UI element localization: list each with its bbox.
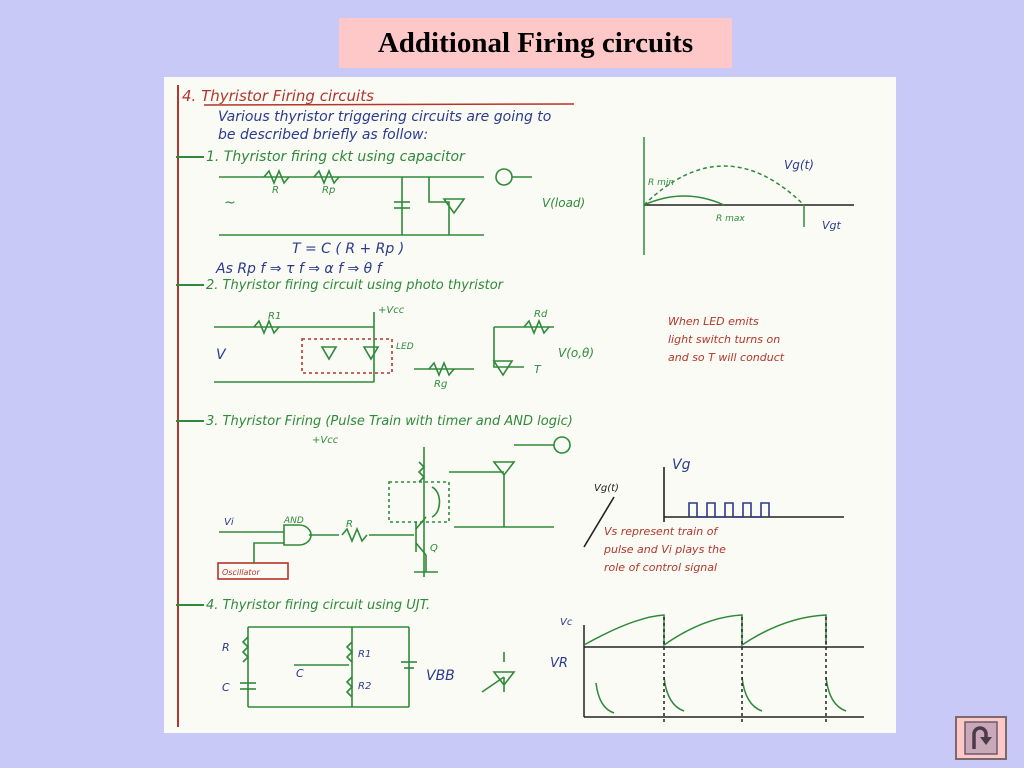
intro-line-2: be described briefly as follow: xyxy=(218,127,428,143)
sec1-label-vgt: Vgt xyxy=(822,219,842,232)
sec1-waveform xyxy=(643,137,854,255)
sec3-circuit xyxy=(217,436,844,580)
sec2-circuit xyxy=(214,312,554,383)
sec4-label-r1: R1 xyxy=(358,649,371,660)
sec4-label-r: R xyxy=(222,641,230,654)
sec1-label-vg: Vg(t) xyxy=(784,158,814,172)
sec3-note-2: pulse and Vi plays the xyxy=(603,543,726,556)
sec4-label-vr: VR xyxy=(550,656,568,671)
sec1-label-rmin: R min xyxy=(648,178,674,188)
sec3-label-r: R xyxy=(346,519,353,530)
sec4-label-vbb: VBB xyxy=(426,668,455,684)
sec3-label-and: AND xyxy=(283,516,304,526)
sec2-label-vcc: +Vcc xyxy=(378,305,405,316)
sec4-label-c: C xyxy=(222,681,230,694)
sec4-label-r2: R2 xyxy=(358,681,371,692)
sec1-label-r: R xyxy=(272,185,279,196)
sec2-note-3: and so T will conduct xyxy=(668,351,785,364)
slide-title: Additional Firing circuits xyxy=(377,26,694,59)
ac-source-symbol: ~ xyxy=(224,195,236,211)
sec2-heading: 2. Thyristor firing circuit using photo … xyxy=(206,278,505,293)
return-button[interactable] xyxy=(955,716,1007,760)
sec2-label-t: T xyxy=(534,363,542,376)
sec3-heading: 3. Thyristor Firing (Pulse Train with ti… xyxy=(206,414,573,429)
sec2-label-vout: V(o,θ) xyxy=(558,346,594,360)
sec2-label-rd: Rd xyxy=(534,309,548,320)
slide-title-box: Additional Firing circuits xyxy=(339,18,732,68)
sec3-note-3: role of control signal xyxy=(604,561,717,574)
sec3-label-vi: Vi xyxy=(224,517,234,528)
sec2-label-led: LED xyxy=(396,342,414,352)
sec3-label-vcc: +Vcc xyxy=(312,435,339,446)
sec4-label-vc: Vc xyxy=(560,617,573,628)
sec2-label-v: V xyxy=(216,347,227,363)
sec3-label-vg: Vg xyxy=(672,457,691,473)
sec1-equation-2: As Rp f ⇒ τ f ⇒ α f ⇒ θ f xyxy=(215,261,384,277)
sec1-equation-1: T = C ( R + Rp ) xyxy=(292,241,404,257)
sec4-label-c2: C xyxy=(296,667,304,680)
sec3-label-timer: Oscillator xyxy=(222,568,260,577)
sec2-note-2: light switch turns on xyxy=(668,333,780,346)
sec1-label-vload: V(load) xyxy=(542,196,585,210)
sec4-heading: 4. Thyristor firing circuit using UJT. xyxy=(206,598,430,613)
sec3-label-vgt: Vg(t) xyxy=(594,483,619,494)
sec4-circuit xyxy=(240,626,516,708)
sec2-label-rg: Rg xyxy=(434,379,447,390)
heading-underline xyxy=(203,103,575,106)
notes-heading: 4. Thyristor Firing circuits xyxy=(182,87,374,105)
sec3-label-q: Q xyxy=(430,543,438,554)
sec1-label-rp: Rp xyxy=(322,185,335,196)
sec2-note-1: When LED emits xyxy=(668,315,759,328)
return-arrow-icon xyxy=(964,721,998,755)
sec4-waveform xyxy=(583,614,864,722)
sec2-label-r1: R1 xyxy=(268,311,281,322)
sec3-note-1: Vs represent train of xyxy=(604,525,719,538)
sec1-heading: 1. Thyristor firing ckt using capacitor xyxy=(206,149,466,165)
sec1-circuit xyxy=(219,168,532,236)
sec1-label-rmax: R max xyxy=(716,214,745,224)
notes-drawing: 4. Thyristor Firing circuits Various thy… xyxy=(176,85,864,727)
handwritten-notes-image: 4. Thyristor Firing circuits Various thy… xyxy=(164,77,896,733)
intro-line-1: Various thyristor triggering circuits ar… xyxy=(218,109,551,125)
